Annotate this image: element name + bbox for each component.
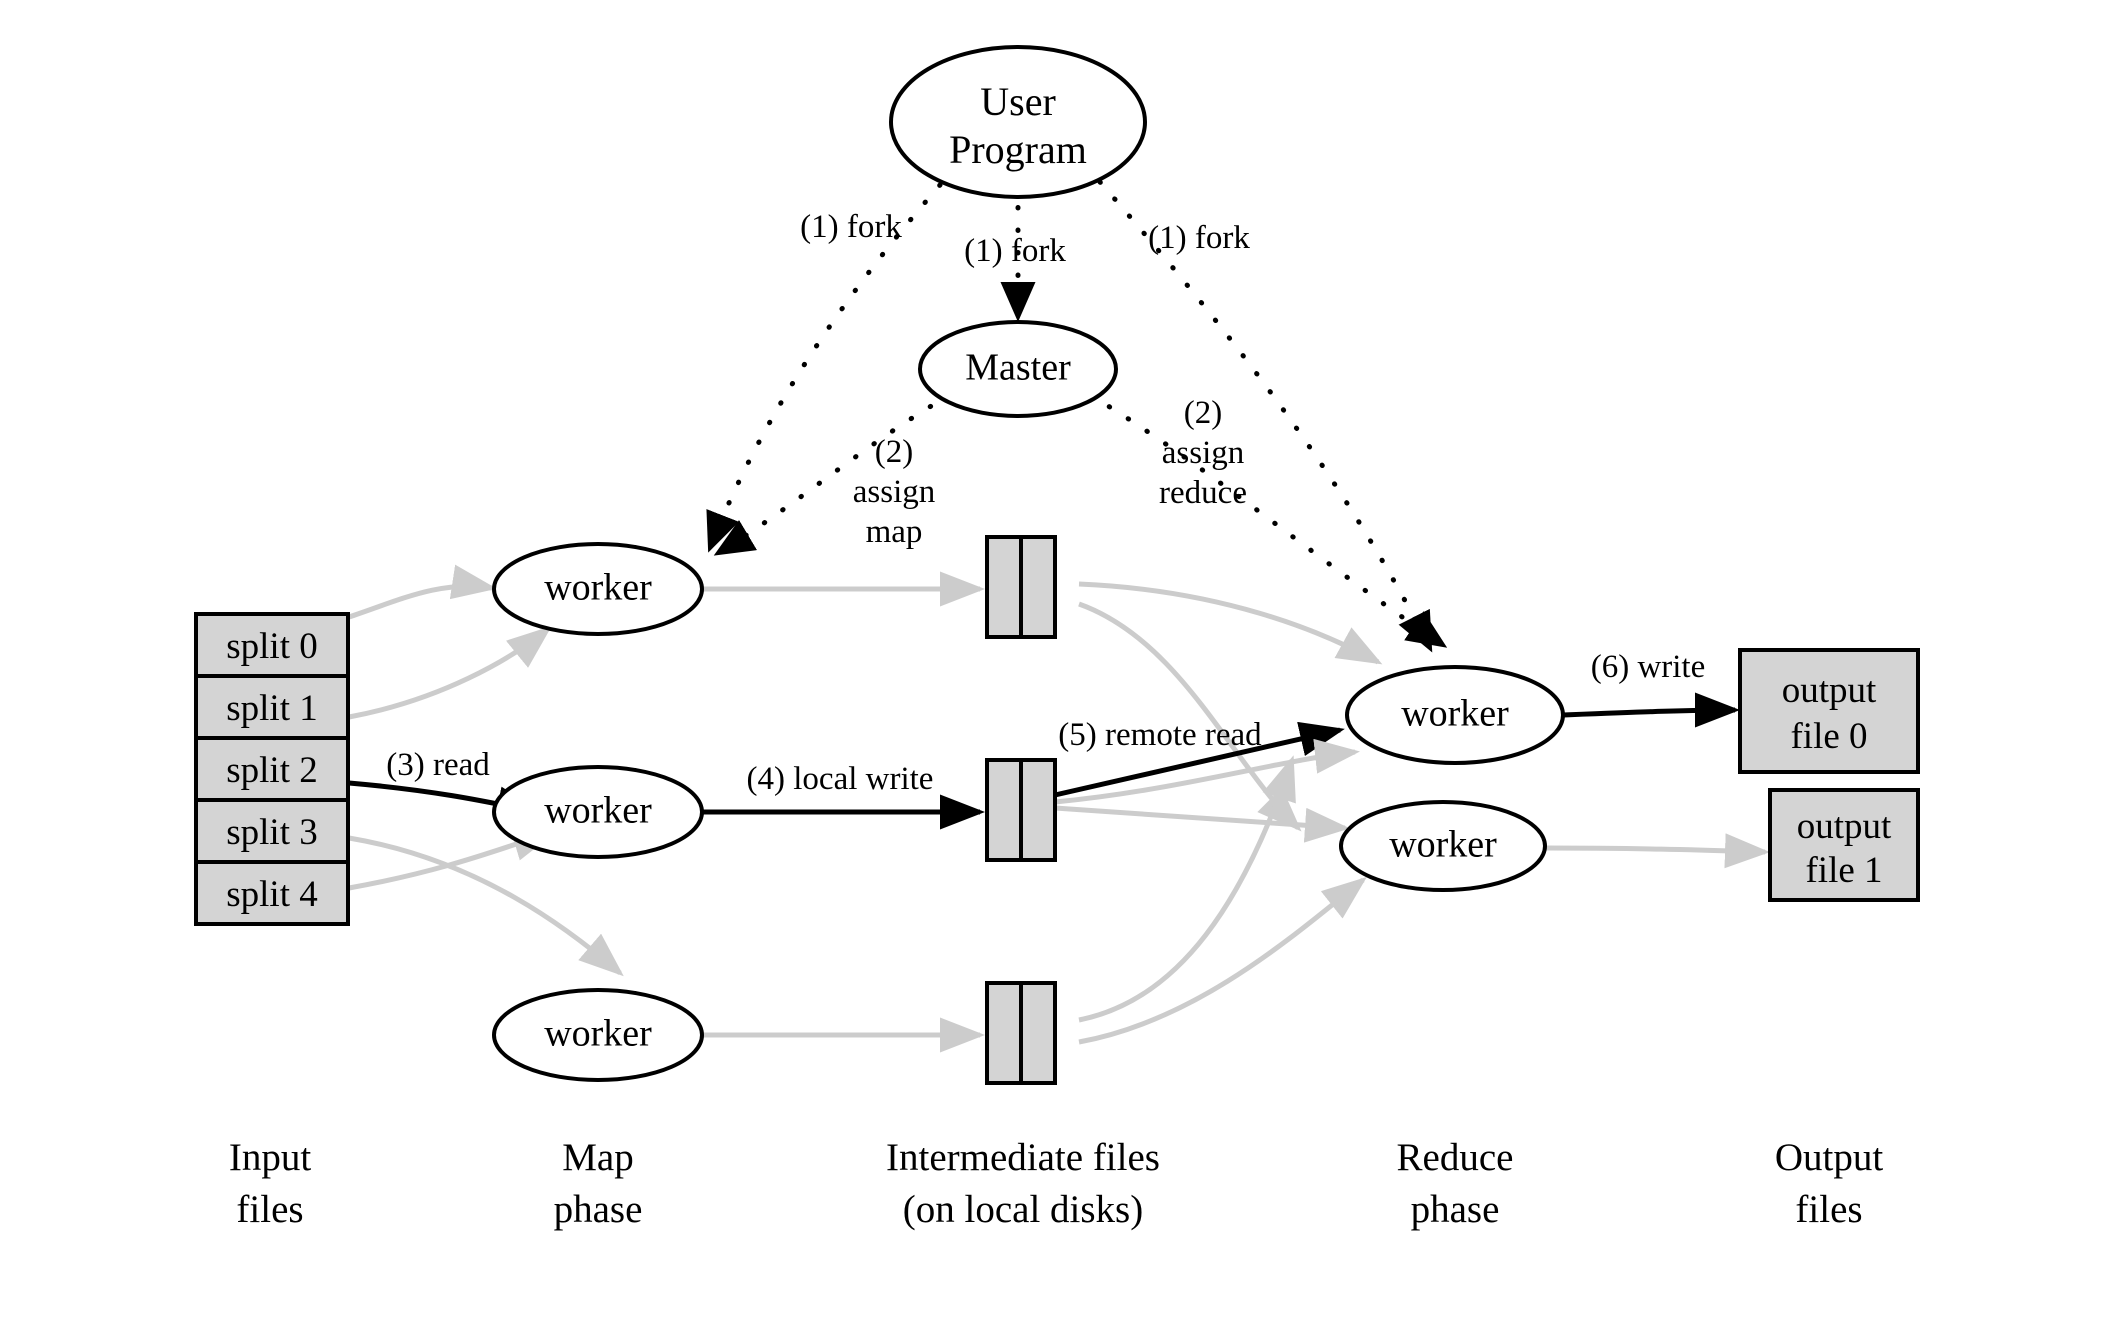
edge-intermediate-0-to-reduce-worker-1 bbox=[1078, 581, 1383, 665]
input-split-box-0[interactable] bbox=[194, 612, 350, 678]
intermediate-file-2[interactable] bbox=[985, 981, 1057, 1085]
map-worker-label-0: worker bbox=[544, 567, 652, 609]
reduce-worker-node-1[interactable]: worker bbox=[1339, 800, 1547, 892]
map-worker-ellipse-1[interactable] bbox=[492, 765, 704, 859]
edge-label-fork-right: (1) fork bbox=[1148, 220, 1250, 256]
phase-label-intermediate-files-line1: Intermediate files bbox=[886, 1136, 1160, 1179]
output-file-0[interactable]: output file 0 bbox=[1738, 648, 1920, 774]
phase-label-output-files-line1: Output bbox=[1775, 1136, 1884, 1179]
edge-label-assign-reduce-num: (2) bbox=[1184, 395, 1222, 431]
input-split-box-4[interactable] bbox=[194, 860, 350, 926]
edge-label-remote-read: (5) remote read bbox=[1058, 717, 1262, 753]
map-worker-node-1[interactable]: worker bbox=[492, 765, 704, 859]
phase-label-output-files: Output files bbox=[1775, 1136, 1884, 1231]
user-program-label-line2: Program bbox=[949, 127, 1087, 172]
map-worker-label-2: worker bbox=[544, 1013, 652, 1055]
edge-label-assign-reduce-line2: reduce bbox=[1159, 475, 1247, 511]
master-label: Master bbox=[965, 347, 1071, 389]
map-worker-node-0[interactable]: worker bbox=[492, 542, 704, 636]
reduce-worker-label-1: worker bbox=[1389, 824, 1497, 866]
reduce-worker-label-0: worker bbox=[1401, 693, 1509, 735]
input-split-label-3: split 3 bbox=[226, 812, 318, 853]
reduce-worker-ellipse-0[interactable] bbox=[1345, 665, 1565, 765]
phase-label-reduce-phase-line1: Reduce bbox=[1397, 1136, 1514, 1179]
edge-label-assign-reduce-line1: assign bbox=[1162, 435, 1245, 471]
output-file-label-1-line1: output bbox=[1797, 806, 1892, 847]
phase-label-reduce-phase-line2: phase bbox=[1411, 1188, 1500, 1231]
reduce-worker-node-0[interactable]: worker bbox=[1345, 665, 1565, 765]
edge-intermediate-2-to-reduce-worker-1 bbox=[1078, 755, 1296, 1023]
map-worker-ellipse-2[interactable] bbox=[492, 988, 704, 1082]
edge-split1-to-map-worker-1 bbox=[348, 625, 552, 720]
phase-label-input-files: Input files bbox=[229, 1136, 311, 1231]
edge-assign-map bbox=[713, 392, 953, 556]
edge-intermediate-1-to-reduce-worker-2 bbox=[1054, 805, 1350, 843]
phase-label-map-phase-line1: Map bbox=[562, 1136, 634, 1179]
user-program-node[interactable]: User Program bbox=[889, 45, 1147, 199]
edge-reduce-worker-2-to-output-file-1 bbox=[1544, 833, 1770, 869]
output-file-label-0-line2: file 0 bbox=[1790, 716, 1867, 757]
phase-label-output-files-line2: files bbox=[1795, 1188, 1862, 1231]
edge-split0-to-map-worker-1 bbox=[348, 564, 497, 620]
edge-assign-reduce bbox=[1087, 392, 1448, 648]
edge-label-fork-center: (1) fork bbox=[964, 233, 1066, 269]
input-split-label-2: split 2 bbox=[226, 750, 318, 791]
output-file-label-1-line2: file 1 bbox=[1805, 850, 1882, 891]
master-ellipse[interactable] bbox=[918, 320, 1118, 418]
edge-label-assign-map-num: (2) bbox=[875, 434, 913, 470]
edge-intermediate-1-alt-to-reduce-worker-1 bbox=[1054, 738, 1360, 805]
output-file-1[interactable]: output file 1 bbox=[1768, 788, 1920, 902]
phase-label-intermediate-files-line2: (on local disks) bbox=[903, 1188, 1143, 1231]
edge-label-write: (6) write bbox=[1591, 649, 1706, 685]
edge-label-fork-left: (1) fork bbox=[800, 209, 902, 245]
phase-label-input-files-line2: files bbox=[236, 1188, 303, 1231]
master-node[interactable]: Master bbox=[918, 320, 1118, 418]
input-split-label-4: split 4 bbox=[226, 874, 318, 915]
edge-split3-to-map-worker-3 bbox=[348, 835, 624, 977]
edge-intermediate-1-to-reduce-worker-1 bbox=[1054, 721, 1345, 798]
phase-label-reduce-phase: Reduce phase bbox=[1397, 1136, 1514, 1231]
edge-label-read: (3) read bbox=[386, 747, 490, 783]
input-split-label-0: split 0 bbox=[226, 626, 318, 667]
input-split-box-1[interactable] bbox=[194, 674, 350, 740]
output-file-box-0[interactable] bbox=[1738, 648, 1920, 774]
reduce-worker-ellipse-1[interactable] bbox=[1339, 800, 1547, 892]
intermediate-file-0[interactable] bbox=[985, 535, 1057, 639]
intermediate-file-1[interactable] bbox=[985, 758, 1057, 862]
edge-intermediate-2-to-reduce-worker-2 bbox=[1078, 876, 1367, 1045]
edge-label-assign-map-line2: map bbox=[866, 514, 923, 550]
edge-label-assign-map-line1: assign bbox=[853, 474, 936, 510]
phase-label-intermediate-files: Intermediate files (on local disks) bbox=[886, 1136, 1160, 1231]
input-splits-group: split 0 split 1 split 2 split 3 split 4 bbox=[194, 612, 350, 926]
map-worker-node-2[interactable]: worker bbox=[492, 988, 704, 1082]
phase-label-map-phase-line2: phase bbox=[554, 1188, 643, 1231]
map-worker-ellipse-0[interactable] bbox=[492, 542, 704, 636]
user-program-ellipse[interactable] bbox=[889, 45, 1147, 199]
user-program-label-line1: User bbox=[980, 79, 1056, 124]
phase-label-map-phase: Map phase bbox=[554, 1136, 643, 1231]
input-split-label-1: split 1 bbox=[226, 688, 318, 729]
input-split-box-3[interactable] bbox=[194, 798, 350, 864]
phase-label-input-files-line1: Input bbox=[229, 1136, 311, 1179]
map-worker-label-1: worker bbox=[544, 790, 652, 832]
edge-label-local-write: (4) local write bbox=[747, 761, 934, 797]
edge-reduce-worker-1-to-output-file-0 bbox=[1562, 692, 1740, 728]
output-file-box-1[interactable] bbox=[1768, 788, 1920, 902]
output-file-label-0-line1: output bbox=[1782, 670, 1877, 711]
